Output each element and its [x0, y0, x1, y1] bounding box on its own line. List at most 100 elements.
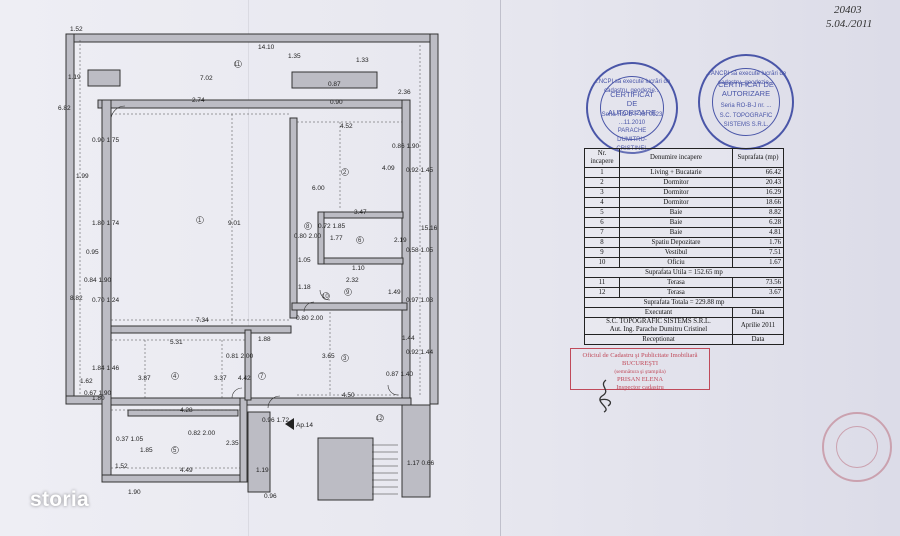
stamp-right-ring: ...ANCPI să execute lucrări de cadastru,… — [705, 71, 787, 86]
dim-room-15: 3.87 — [138, 375, 151, 382]
executant-label: Executant — [584, 307, 733, 318]
dim-room-21: 4.49 — [180, 467, 193, 474]
stair-block-2 — [247, 411, 271, 493]
room-number-11: 11 — [234, 62, 241, 68]
header-area: Suprafata (mp) — [732, 148, 784, 168]
room-number-3: 3 — [343, 356, 347, 362]
row-name: Vestibul — [619, 247, 733, 258]
ocpi-line1: Oficiul de Cadastru şi Publicitate Imobi… — [582, 352, 698, 359]
dim-room-25: 0.82 2.00 — [188, 430, 215, 437]
dim-left-3: 1.99 — [76, 173, 89, 180]
room-number-9: 9 — [346, 290, 350, 296]
dim-left-14: 1.80 — [92, 395, 105, 402]
inner-wall-bath-2 — [317, 257, 404, 265]
dim-room-28: 0.87 1.40 — [386, 371, 413, 378]
dim-room-24: 2.35 — [226, 440, 239, 447]
table-total-row: Suprafata Totala = 229.88 mp — [584, 297, 784, 308]
room-number-12: 12 — [376, 416, 383, 422]
dim-room-6: 1.77 — [330, 235, 343, 242]
row-name: Oficiu — [619, 257, 733, 268]
row-nr: 7 — [584, 227, 620, 238]
dim-room-18: 3.65 — [322, 353, 335, 360]
row-nr: 4 — [584, 197, 620, 208]
outer-wall — [65, 33, 439, 43]
dim-left-8: 0.70 1.24 — [92, 297, 119, 304]
stamp-left-title: CERTIFICAT DE AUTORIZARE — [607, 90, 657, 117]
dim-room-26: 0.81 2.00 — [226, 353, 253, 360]
dim-room-16: 3.37 — [214, 375, 227, 382]
inner-wall-6 — [244, 329, 252, 401]
dim-room-13: 5.31 — [170, 339, 183, 346]
dim-left-4: 1.80 1.74 — [92, 220, 119, 227]
receptionat-data-label: Data — [732, 334, 784, 345]
row-nr: 2 — [584, 177, 620, 188]
dim-room-27: 0.80 2.00 — [296, 315, 323, 322]
row-area: 1.67 — [732, 257, 784, 268]
stair-block — [317, 437, 374, 501]
row-nr: 12 — [584, 287, 620, 298]
dim-top-5: 1.35 — [288, 53, 301, 60]
dim-room-30: 0.97 1.03 — [406, 297, 433, 304]
apartment-label: Ap.14 — [296, 422, 313, 429]
dim-top-7: 0.87 — [328, 81, 341, 88]
inner-wall-bottom — [110, 397, 412, 406]
row-name: Dormitor — [619, 177, 733, 188]
dim-room-40: 0.96 1.72 — [262, 417, 289, 424]
dim-top-6: 1.33 — [356, 57, 369, 64]
floor-plan: 1.52 14.10 1.19 7.02 1.35 1.33 0.87 0.90… — [58, 26, 439, 501]
inner-wall-horizontal-2 — [291, 302, 408, 311]
stamp-left-date: ...11.2010 — [618, 120, 646, 126]
dim-bottom-2: 0.96 — [264, 493, 277, 500]
dim-left-5: 0.95 — [86, 249, 99, 256]
paper-fold-left — [248, 0, 249, 536]
room-surface-table: Nr. incapere Denumire incapere Suprafata… — [584, 148, 784, 345]
chimney-2 — [291, 71, 378, 89]
storia-watermark: storia — [30, 488, 89, 511]
dimension-lines — [79, 40, 421, 469]
dim-room-36: 2.19 — [394, 237, 407, 244]
row-name: Baie — [619, 207, 733, 218]
dim-room-37: 1.49 — [388, 289, 401, 296]
dim-left-6: 0.84 1.90 — [84, 277, 111, 284]
room-numbers: 1 2 3 4 5 6 7 8 9 10 11 12 — [171, 60, 384, 454]
room-number-4: 4 — [173, 374, 177, 380]
dim-room-2: 9.01 — [228, 220, 241, 227]
row-area: 3.67 — [732, 287, 784, 298]
dim-left-7: 8.82 — [70, 295, 83, 302]
chimney — [87, 69, 121, 87]
dim-left-1: 6.82 — [58, 105, 71, 112]
dim-room-10: 1.05 — [298, 257, 311, 264]
ocpi-line5: Inspector cadastru — [616, 384, 664, 391]
dim-top-1: 1.52 — [70, 26, 83, 33]
row-name: Terasa — [619, 277, 733, 288]
dim-top-4: 7.02 — [200, 75, 213, 82]
outer-wall-right — [429, 33, 439, 405]
row-area: 16.29 — [732, 187, 784, 198]
row-area: 66.42 — [732, 167, 784, 178]
outer-wall-left — [65, 33, 75, 405]
row-nr: 3 — [584, 187, 620, 198]
room-number-1: 1 — [198, 218, 202, 224]
dim-left-9: 1.84 1.46 — [92, 365, 119, 372]
stamp-right-title: CERTIFICAT DE AUTORIZARE — [718, 80, 774, 98]
dim-room-19: 4.28 — [180, 407, 193, 414]
room-number-10: 10 — [322, 294, 329, 300]
ocpi-line4: PRISAN ELENA — [616, 376, 664, 383]
inner-wall-bottom-2 — [101, 474, 248, 483]
table-total-utila-row: Suprafata Utila = 152.65 mp — [584, 267, 784, 278]
dim-room-3: 6.00 — [312, 185, 325, 192]
dim-room-41: 1.17 0.66 — [407, 460, 434, 467]
row-nr: 11 — [584, 277, 620, 288]
dim-room-8: 1.10 — [352, 265, 365, 272]
dim-room-14: 1.88 — [258, 336, 271, 343]
door-arcs — [110, 105, 399, 409]
bottom-block — [401, 404, 431, 498]
